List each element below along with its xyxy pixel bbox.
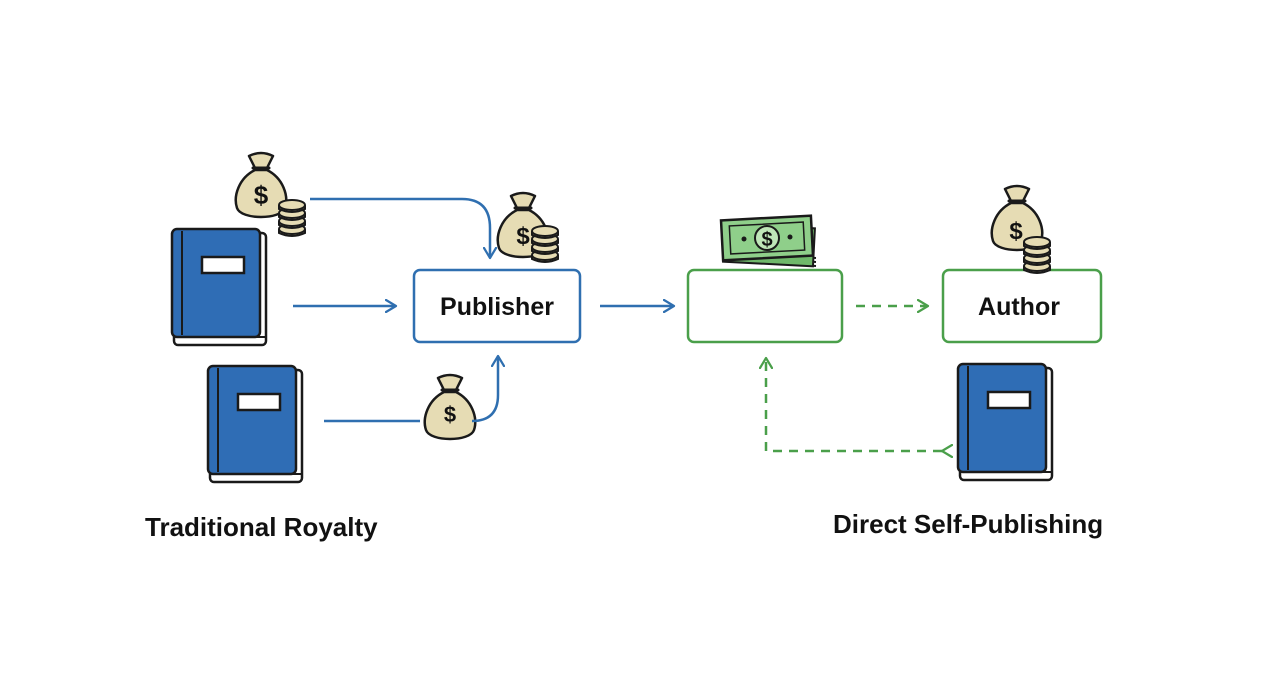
coin-stack-icon bbox=[1023, 236, 1051, 274]
author-label: Author bbox=[978, 293, 1060, 321]
royalty-flow-arrow bbox=[471, 356, 498, 423]
svg-text:$: $ bbox=[254, 180, 269, 210]
money-bag-icon: $ bbox=[234, 151, 288, 219]
money-bag-icon: $ bbox=[423, 373, 477, 441]
svg-text:$: $ bbox=[444, 402, 456, 427]
book-icon bbox=[170, 227, 268, 347]
revenue-flow-arrow bbox=[310, 197, 490, 258]
publisher-node: Publisher bbox=[412, 268, 582, 344]
direct-self-publishing-caption: Direct Self-Publishing bbox=[833, 509, 1103, 539]
svg-text:$: $ bbox=[1009, 218, 1023, 245]
book-icon bbox=[206, 364, 304, 484]
publisher-label: Publisher bbox=[440, 293, 554, 321]
money-bag-icon: $ bbox=[496, 191, 550, 259]
svg-text:$: $ bbox=[761, 229, 772, 251]
book-icon bbox=[956, 362, 1054, 482]
book-to-platform-arrow bbox=[766, 358, 942, 451]
platform-node bbox=[686, 268, 844, 344]
coin-stack-icon bbox=[278, 199, 306, 237]
svg-text:$: $ bbox=[516, 223, 530, 250]
traditional-royalty-caption: Traditional Royalty bbox=[145, 512, 378, 542]
author-node: Author bbox=[941, 268, 1103, 344]
money-bag-icon: $ bbox=[990, 184, 1044, 252]
coin-stack-icon bbox=[531, 225, 559, 263]
banknote-icon: $ bbox=[719, 214, 817, 268]
